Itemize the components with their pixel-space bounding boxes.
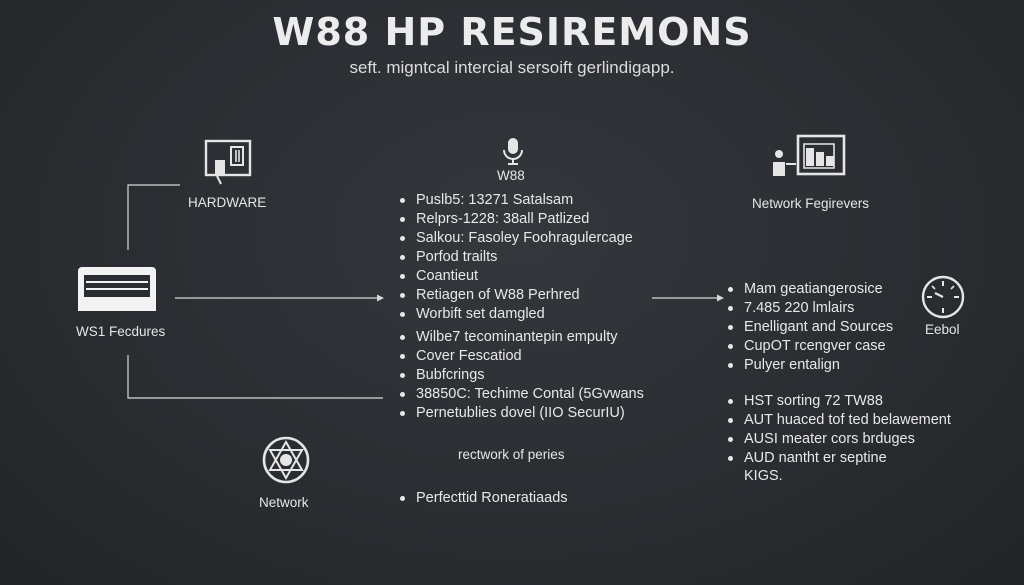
list-item: 38850C: Techime Contal (5Gvwans	[400, 385, 644, 404]
ws1-fecdures-label: WS1 Fecdures	[76, 324, 166, 339]
clock-icon	[920, 274, 966, 320]
network-star-icon	[260, 434, 312, 486]
right-list-tail: KIGS.	[744, 468, 783, 484]
microphone-icon	[501, 136, 525, 166]
list-item: Cover Fescatiod	[400, 347, 644, 366]
eebol-label: Eebol	[925, 322, 960, 337]
arrowhead-center	[377, 294, 384, 302]
list-item: Bubfcrings	[400, 366, 644, 385]
list-item: Enelligant and Sources	[728, 318, 893, 337]
computer-monitor-icon	[76, 265, 158, 317]
right-list-group-1: Mam geatiangerosice 7.485 220 lmlairs En…	[728, 280, 893, 375]
w88-label: W88	[497, 168, 525, 183]
page-title: W88 HP RESIREMONS	[272, 10, 752, 54]
monitor-person-icon	[768, 132, 850, 184]
center-footer-item: Perfecttid Roneratiaads	[400, 490, 1024, 506]
list-item: Retiagen of W88 Perhred	[400, 286, 644, 305]
list-item: Worbift set damgled	[400, 305, 644, 324]
hardware-icon	[203, 138, 255, 188]
hardware-label: HARDWARE	[188, 195, 267, 210]
list-item: AUSI meater cors brduges	[728, 430, 951, 449]
list-item: AUT huaced tof ted belawement	[728, 411, 951, 430]
list-item: Pernetublies dovel (IIO SecurIU)	[400, 404, 644, 423]
list-item: CupOT rcengver case	[728, 337, 893, 356]
list-item: Puslb5: 13271 Satalsam	[400, 191, 644, 210]
list-item: Pulyer entalign	[728, 356, 893, 375]
network-label: Network	[259, 495, 309, 510]
connector-hardware	[127, 184, 180, 250]
page-subtitle: seft. migntcal intercial sersoift gerlin…	[349, 58, 675, 77]
list-item: Porfod trailts	[400, 248, 644, 267]
list-item: Mam geatiangerosice	[728, 280, 893, 299]
list-item: Wilbe7 tecominantepin empulty	[400, 328, 644, 347]
list-item: 7.485 220 lmlairs	[728, 299, 893, 318]
list-item: AUD nantht er septine	[728, 449, 951, 468]
right-list-group-2: HST sorting 72 TW88 AUT huaced tof ted b…	[728, 392, 951, 468]
list-item: Coantieut	[400, 267, 644, 286]
connector-bottom	[127, 355, 383, 399]
list-item: Salkou: Fasoley Foohragulercage	[400, 229, 644, 248]
arrowhead-right	[717, 294, 724, 302]
network-fegirevers-label: Network Fegirevers	[752, 196, 870, 211]
center-feature-list: Puslb5: 13271 Satalsam Relprs-1228: 38al…	[400, 191, 644, 423]
list-item: HST sorting 72 TW88	[728, 392, 951, 411]
network-of-peries-label: rectwork of peries	[458, 447, 565, 462]
list-item: Relprs-1228: 38all Patlized	[400, 210, 644, 229]
